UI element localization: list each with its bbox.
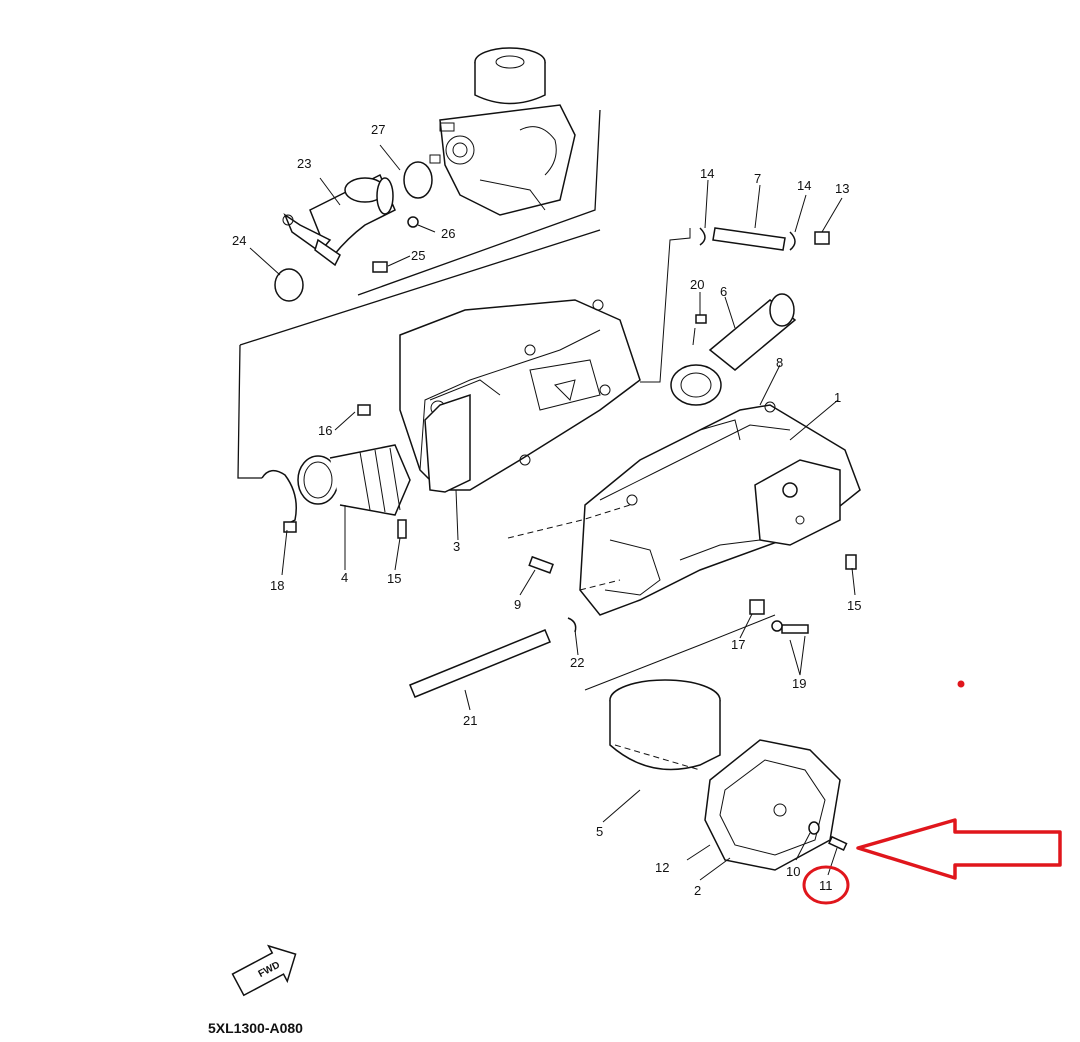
callout-9: 9	[514, 597, 521, 612]
callout-23: 23	[297, 156, 311, 171]
callout-12: 12	[655, 860, 669, 875]
drawing-code: 5XL1300-A080	[208, 1020, 303, 1036]
leader-lines	[249, 144, 856, 881]
part-callouts: 1 2 3 4 5 6 7 8 9 10 11 12 13 14 14 15 1…	[232, 122, 861, 898]
highlight-arrow-icon	[856, 818, 1062, 880]
callout-4: 4	[341, 570, 348, 585]
callout-2: 2	[694, 883, 701, 898]
callout-19: 19	[792, 676, 806, 691]
cover-2-drawing	[704, 739, 841, 871]
main-case-drawing	[579, 401, 861, 616]
callout-5: 5	[596, 824, 603, 839]
callout-3: 3	[453, 539, 460, 554]
callout-6: 6	[720, 284, 727, 299]
callout-16: 16	[318, 423, 332, 438]
callout-25: 25	[411, 248, 425, 263]
callout-17: 17	[731, 637, 745, 652]
filter-element-drawing	[609, 679, 721, 771]
o-ring-24-drawing	[274, 268, 304, 302]
callout-24: 24	[232, 233, 246, 248]
hose-7-drawing	[712, 227, 786, 251]
callout-20: 20	[690, 277, 704, 292]
callout-18: 18	[270, 578, 284, 593]
callout-14a: 14	[700, 166, 714, 181]
element-8-drawing	[670, 364, 722, 406]
clamp-18-drawing	[261, 469, 297, 526]
carburetor-drawing	[429, 47, 576, 216]
callout-10: 10	[786, 864, 800, 879]
red-dot	[957, 680, 965, 688]
callout-1: 1	[834, 390, 841, 405]
callout-15b: 15	[847, 598, 861, 613]
gasket-3-drawing	[424, 393, 471, 493]
highlight-circle	[802, 865, 850, 905]
callout-8: 8	[776, 355, 783, 370]
callout-11: 11	[819, 878, 833, 893]
callout-26: 26	[441, 226, 455, 241]
callout-7: 7	[754, 171, 761, 186]
highlight-annotation	[802, 680, 1062, 905]
fwd-arrow-icon: FWD	[231, 944, 297, 997]
intake-duct-drawing	[297, 444, 411, 516]
callout-27: 27	[371, 122, 385, 137]
callout-13: 13	[835, 181, 849, 196]
callout-14b: 14	[797, 178, 811, 193]
pipe-21-drawing	[409, 629, 551, 698]
o-ring-27-drawing	[403, 161, 433, 199]
callout-22: 22	[570, 655, 584, 670]
callout-15a: 15	[387, 571, 401, 586]
intake-joint-drawing	[282, 173, 396, 267]
callout-21: 21	[463, 713, 477, 728]
